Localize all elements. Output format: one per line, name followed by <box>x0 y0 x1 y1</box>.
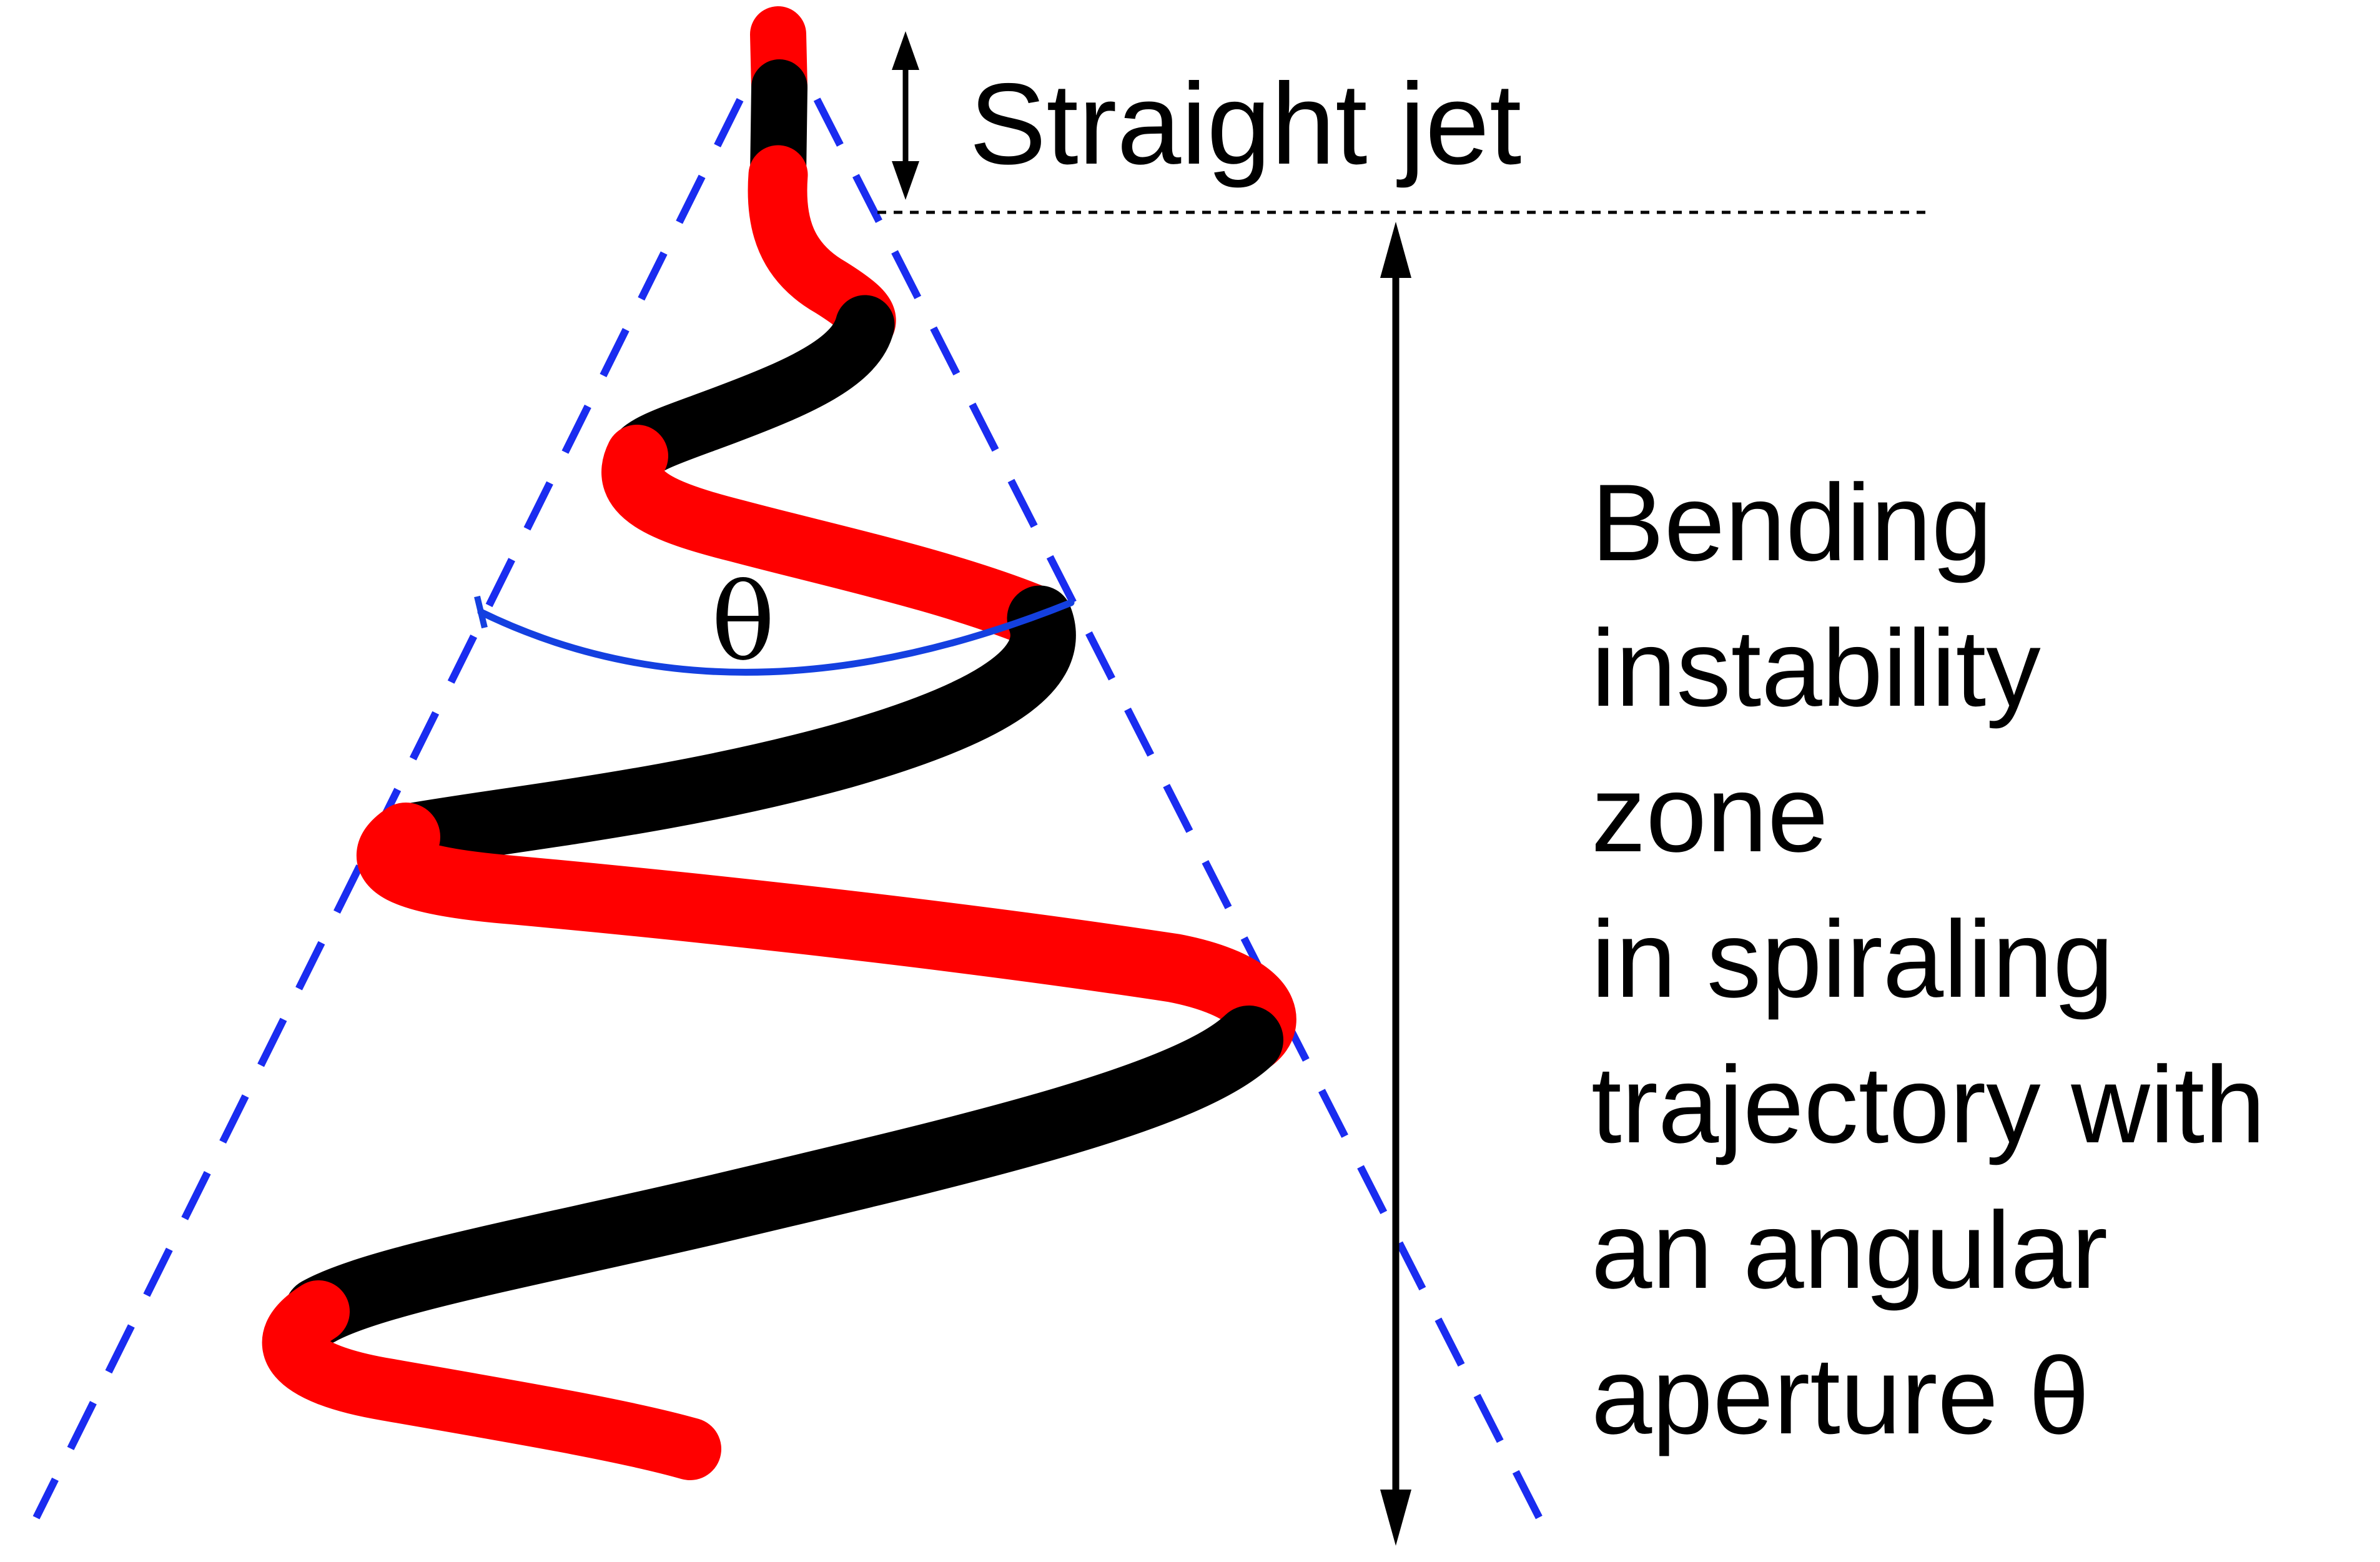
bending-zone-line-1: Bending <box>1591 462 1992 584</box>
straight-jet-arrowhead-up <box>892 31 919 70</box>
aperture-angle-marker: θ <box>474 561 1075 685</box>
bending-zone-arrowhead-down <box>1380 1490 1411 1546</box>
spiraling-jet <box>262 6 1296 1480</box>
bending-zone-line-3: zone <box>1591 753 1828 875</box>
theta-angle-label: θ <box>711 561 775 685</box>
bending-zone-label: Bending instability zone in spiraling tr… <box>1591 462 2265 1457</box>
jet-spiral-red-4 <box>262 1280 721 1480</box>
bending-zone-line-5: trajectory with <box>1591 1044 2265 1166</box>
jet-spiral-black-2 <box>373 585 1076 870</box>
bending-zone-arrowhead-up <box>1380 222 1411 278</box>
bending-zone-annotation <box>1380 222 1411 1546</box>
straight-jet-label: Straight jet <box>969 60 1521 189</box>
jet-spiral-black-1 <box>607 295 895 486</box>
bending-zone-line-4: in spiraling <box>1591 899 2114 1021</box>
straight-jet-arrowhead-down <box>892 161 919 200</box>
jet-spiral-black-3 <box>284 1006 1283 1346</box>
aperture-arc-left-tick <box>474 595 488 629</box>
jet-spiral-red-3 <box>357 803 1296 1074</box>
bending-zone-line-6: an angular <box>1591 1190 2108 1312</box>
cone-envelope <box>32 21 1556 1545</box>
straight-jet-annotation: Straight jet <box>877 31 1927 214</box>
aperture-arc <box>477 599 1075 676</box>
jet-spiral-red-2 <box>601 425 1071 650</box>
cone-right-dashed-line <box>774 21 1556 1545</box>
bending-zone-line-2: instability <box>1591 608 2041 729</box>
bending-zone-line-7: aperture θ <box>1591 1335 2090 1457</box>
cone-left-dashed-line <box>32 21 782 1520</box>
